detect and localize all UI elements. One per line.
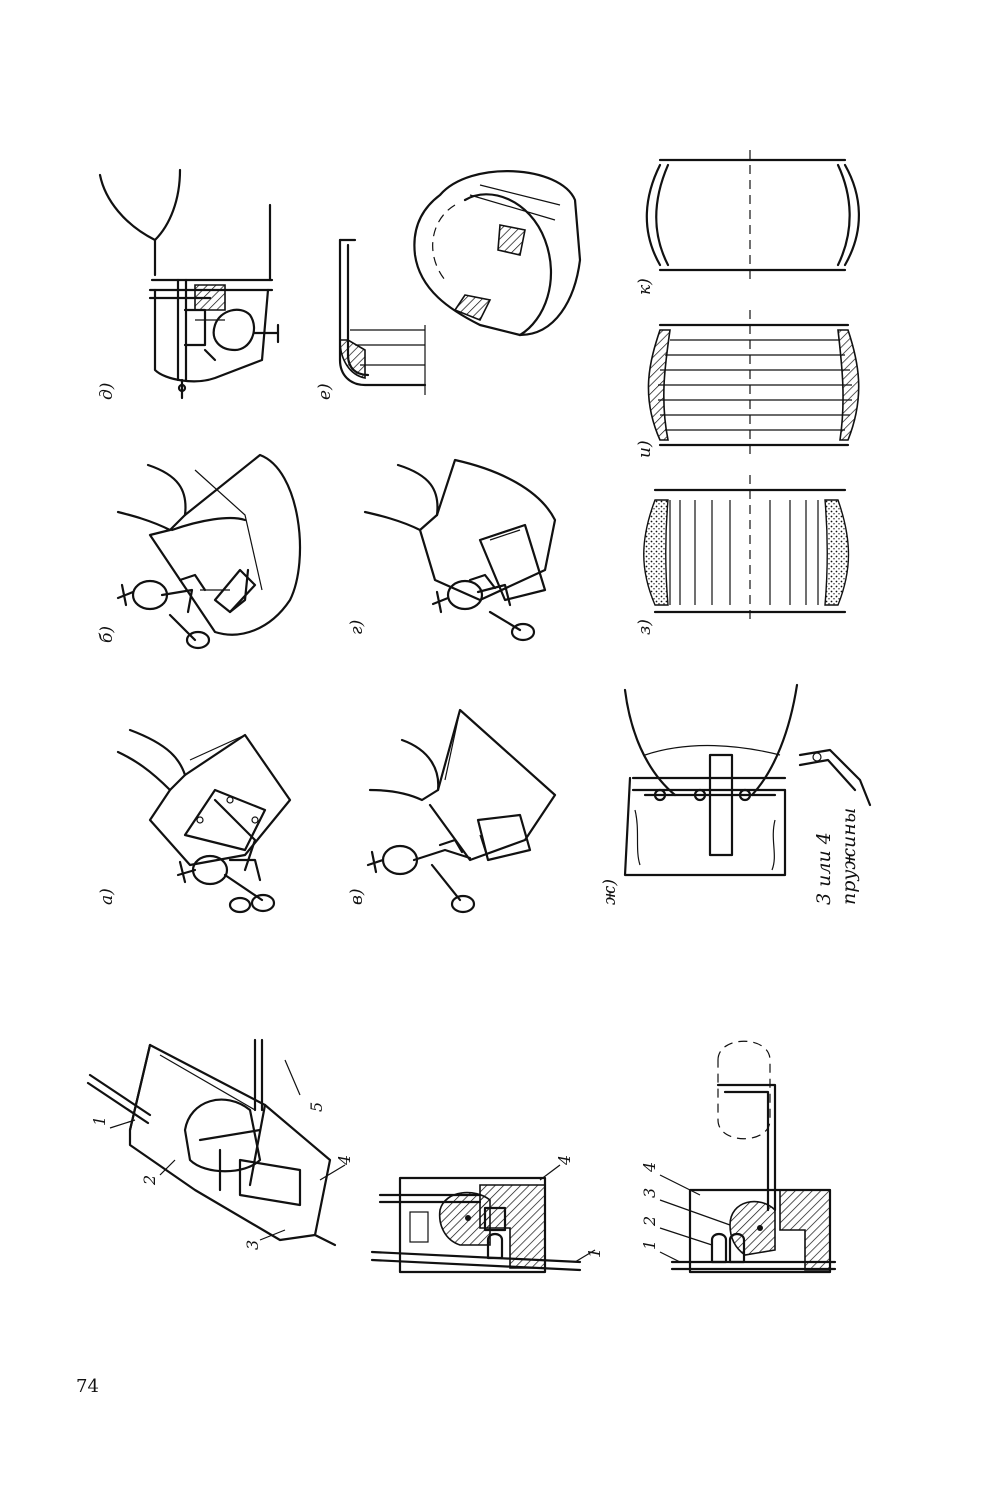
iso-part-2: 2 [140, 1175, 159, 1186]
caption-springs-line1: 3 или 4 [813, 832, 835, 905]
section-mid-part-1: 1 [585, 1248, 604, 1258]
figure-bottom-section-middle [370, 1164, 596, 1274]
figure-a-mounting-plate [116, 728, 292, 914]
figure-bottom-section-right [659, 1040, 837, 1274]
section-right-part-2: 2 [640, 1216, 659, 1227]
iso-part-5: 5 [307, 1102, 326, 1112]
iso-part-1: 1 [90, 1116, 109, 1126]
section-mid-part-4: 4 [555, 1155, 574, 1166]
figure-k-expanded-sleeve [645, 150, 860, 280]
section-right-part-1: 1 [640, 1240, 659, 1250]
label-v: в) [347, 888, 367, 905]
label-a: а) [97, 888, 117, 905]
iso-part-3: 3 [243, 1240, 262, 1250]
label-k: к) [635, 278, 655, 295]
figure-d-tank-section [98, 168, 280, 400]
section-right-part-4: 4 [640, 1162, 659, 1173]
figure-i-layered-sleeve [647, 310, 860, 460]
figure-g-strap-mount [363, 458, 557, 642]
page-number: 74 [76, 1376, 99, 1397]
label-z: з) [635, 619, 655, 635]
label-b: б) [97, 626, 117, 643]
label-g: г) [347, 620, 367, 635]
figure-bottom-isometric-assembly [86, 1038, 346, 1247]
figure-zh-spring-clamp [623, 683, 872, 877]
figure-z-sleeve-packing [643, 475, 850, 625]
figure-e-ring-clamp [338, 170, 582, 395]
label-zh: ж) [600, 879, 620, 905]
label-d: д) [97, 383, 117, 400]
label-i: и) [635, 440, 655, 458]
figure-v-block-mount [366, 708, 557, 914]
figure-b-flange-bracket [116, 453, 302, 650]
caption-springs-line2: пружины [838, 808, 860, 905]
section-right-part-3: 3 [640, 1188, 659, 1198]
iso-part-4: 4 [335, 1155, 354, 1166]
label-e: е) [315, 383, 335, 400]
